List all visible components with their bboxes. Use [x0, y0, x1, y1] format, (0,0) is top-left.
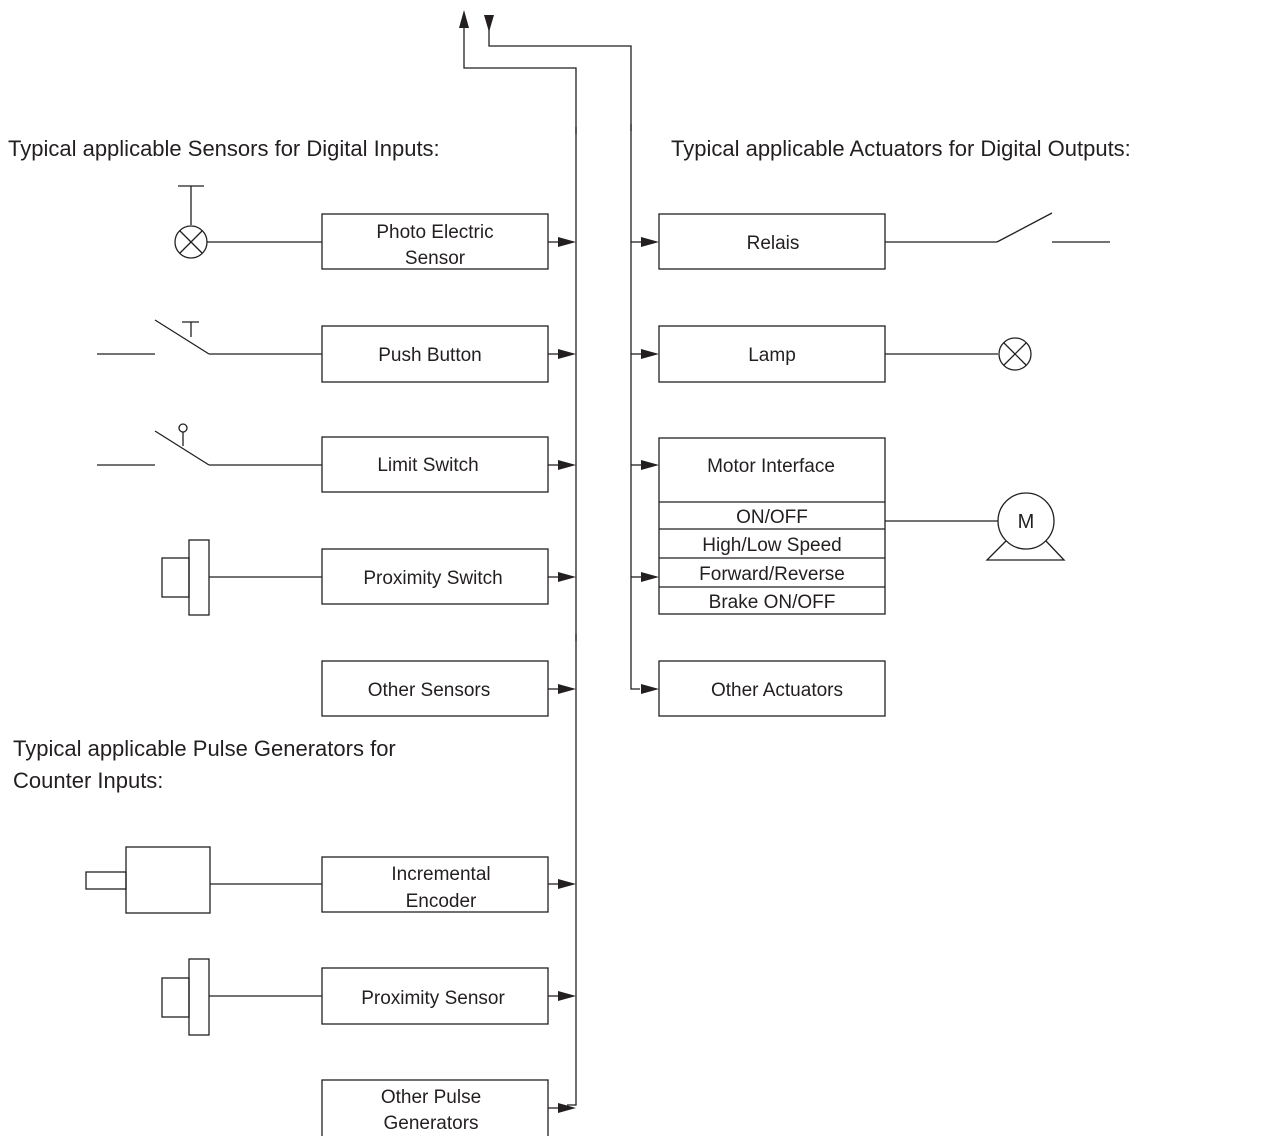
limit-switch-icon: [97, 423, 322, 466]
photo-electric-sensor-box: [321, 213, 549, 270]
other-pulse-generators-label-line2: Generators: [383, 1113, 478, 1134]
limit-switch-arrow: [558, 460, 576, 470]
push-button-arrow: [558, 349, 576, 359]
limit-switch-box: [321, 436, 549, 493]
motor-interface-box: [658, 437, 886, 615]
incremental-encoder-arrow: [558, 879, 576, 889]
proximity-sensor-icon: [161, 958, 322, 1036]
other-sensors-arrow: [558, 684, 576, 694]
motor-interface-arrow-2: [641, 572, 659, 582]
motor-interface-row-speed: High/Low Speed: [702, 535, 841, 556]
sensors-heading: Typical applicable Sensors for Digital I…: [8, 136, 440, 161]
proximity-sensor-arrow: [558, 991, 576, 1001]
limit-switch-row: Limit Switch: [97, 423, 576, 493]
photo-electric-sensor-arrow: [558, 237, 576, 247]
proximity-switch-label: Proximity Switch: [363, 568, 502, 589]
motor-icon: M: [885, 492, 1066, 561]
relais-label: Relais: [747, 233, 800, 254]
other-sensors-box: [321, 660, 549, 717]
other-pulse-generators-box: [321, 1079, 549, 1136]
incremental-encoder-label-line1: Incremental: [391, 864, 490, 885]
pulse-generators-heading-line1: Typical applicable Pulse Generators for: [13, 736, 396, 761]
relais-row: Relais: [631, 212, 1110, 270]
limit-switch-label: Limit Switch: [377, 455, 478, 476]
push-button-label: Push Button: [378, 345, 482, 366]
lamp-arrow: [641, 349, 659, 359]
motor-label: M: [1018, 511, 1035, 533]
incremental-encoder-label-line2: Encoder: [406, 891, 477, 912]
bus-lines: [459, 10, 640, 1106]
motor-interface-row-brake: Brake ON/OFF: [709, 592, 836, 613]
push-button-row: Push Button: [97, 319, 576, 383]
proximity-sensor-box: [321, 967, 549, 1025]
other-sensors-row: Other Sensors: [321, 660, 576, 717]
relay-contact-icon: [885, 212, 1110, 243]
output-bus-line: [488, 15, 640, 690]
input-bus-arrow-up: [459, 10, 469, 28]
motor-interface-arrow-1: [641, 460, 659, 470]
output-bus-arrow-down: [484, 15, 494, 32]
other-actuators-arrow: [641, 684, 659, 694]
lamp-label: Lamp: [748, 345, 796, 366]
photo-electric-sensor-label-line1: Photo Electric: [376, 222, 493, 243]
incremental-encoder-row: Incremental Encoder: [85, 846, 576, 914]
photo-electric-sensor-label-line2: Sensor: [405, 248, 466, 269]
lamp-box: [658, 325, 886, 383]
motor-interface-row-on-off: ON/OFF: [736, 507, 808, 528]
encoder-icon: [85, 846, 322, 914]
incremental-encoder-box: [321, 856, 549, 913]
lamp-row: Lamp: [631, 325, 1032, 383]
pulse-generators-heading-line2: Counter Inputs:: [13, 768, 163, 793]
proximity-switch-icon: [161, 539, 322, 616]
other-pulse-generators-label-line1: Other Pulse: [381, 1087, 481, 1108]
photo-electric-sensor-row: Photo Electric Sensor: [174, 185, 576, 270]
other-actuators-label: Other Actuators: [711, 680, 843, 701]
motor-interface-row-direction: Forward/Reverse: [699, 564, 845, 585]
motor-interface-title: Motor Interface: [707, 456, 835, 477]
other-pulse-generators-arrow: [558, 1103, 576, 1113]
relais-box: [658, 213, 886, 270]
proximity-sensor-label: Proximity Sensor: [361, 988, 505, 1009]
push-button-switch-icon: [97, 319, 322, 355]
motor-interface-row: Motor Interface ON/OFF High/Low Speed Fo…: [631, 437, 1066, 615]
other-actuators-row: Other Actuators: [641, 660, 886, 717]
other-sensors-label: Other Sensors: [368, 680, 491, 701]
proximity-switch-row: Proximity Switch: [161, 539, 576, 616]
relais-arrow: [641, 237, 659, 247]
proximity-sensor-row: Proximity Sensor: [161, 958, 576, 1036]
photo-electric-sensor-icon: [174, 185, 322, 259]
lamp-icon: [885, 337, 1032, 371]
input-bus-line: [463, 24, 577, 1106]
proximity-switch-arrow: [558, 572, 576, 582]
actuators-heading: Typical applicable Actuators for Digital…: [671, 136, 1131, 161]
push-button-box: [321, 325, 549, 383]
other-actuators-box: [658, 660, 886, 717]
other-pulse-generators-row: Other Pulse Generators: [321, 1079, 576, 1136]
